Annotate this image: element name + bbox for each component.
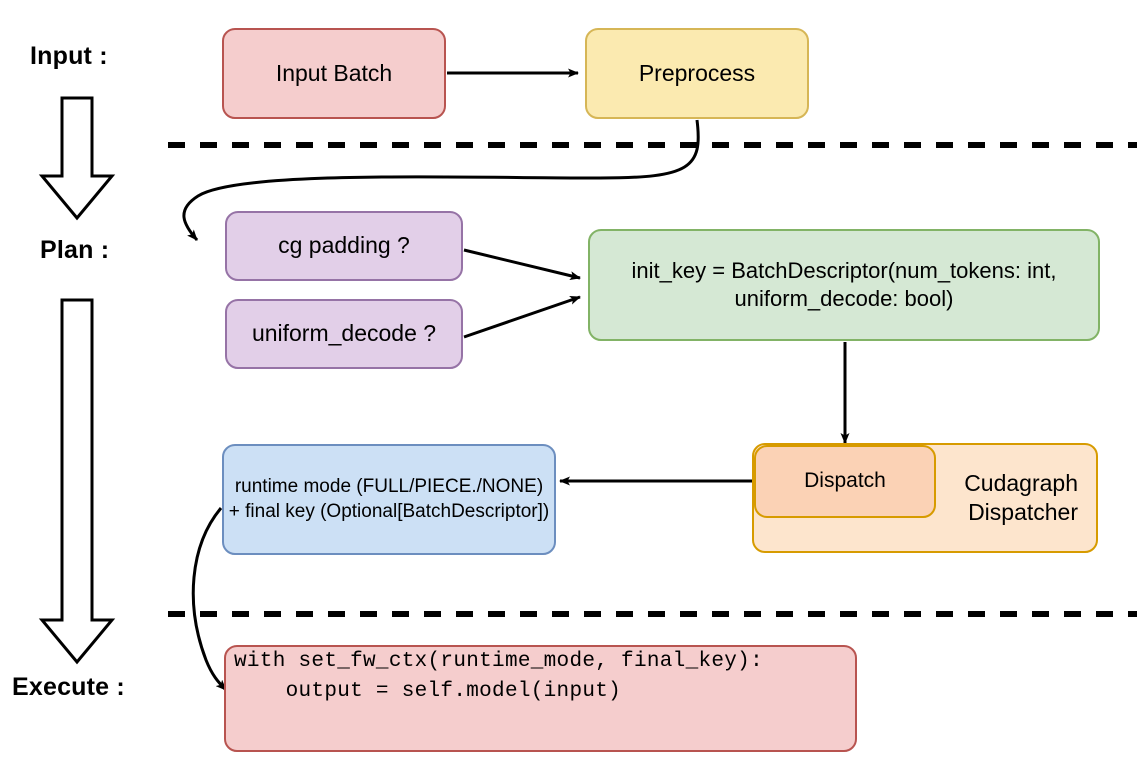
node-uniform-decode[interactable]: uniform_decode ? bbox=[225, 299, 463, 369]
node-runtime-mode-line1: runtime mode (FULL/PIECE./NONE) bbox=[234, 476, 544, 498]
node-uniform-decode-label: uniform_decode ? bbox=[251, 320, 437, 347]
stage-label-input: Input : bbox=[30, 42, 108, 70]
node-init-key-line1: init_key = BatchDescriptor(num_tokens: i… bbox=[631, 257, 1057, 283]
node-preprocess-label: Preprocess bbox=[638, 59, 756, 86]
node-dispatch-label: Dispatch bbox=[804, 469, 886, 493]
node-input-batch[interactable]: Input Batch bbox=[222, 28, 446, 119]
edge-cg-padding-to-init-key bbox=[463, 248, 581, 281]
stage-label-execute: Execute : bbox=[12, 673, 125, 701]
node-cg-padding[interactable]: cg padding ? bbox=[225, 211, 463, 281]
node-execute-code-line2: output = self.model(input) bbox=[234, 680, 622, 704]
node-init-key[interactable]: init_key = BatchDescriptor(num_tokens: i… bbox=[588, 229, 1100, 341]
node-input-batch-label: Input Batch bbox=[275, 59, 393, 86]
node-cudagraph-dispatcher-line2: Dispatcher bbox=[968, 499, 1078, 525]
stage-arrow-input-to-plan bbox=[38, 96, 116, 221]
node-init-key-line2: uniform_decode: bool) bbox=[734, 286, 954, 311]
node-runtime-mode-line2: + final key (Optional[BatchDescriptor]) bbox=[228, 500, 550, 522]
edge-uniform-decode-to-init-key bbox=[463, 295, 581, 339]
node-execute-code[interactable]: with set_fw_ctx(runtime_mode, final_key)… bbox=[224, 645, 857, 752]
node-execute-code-line1: with set_fw_ctx(runtime_mode, final_key)… bbox=[234, 650, 763, 673]
stage-arrow-plan-to-execute bbox=[38, 298, 116, 665]
node-cudagraph-dispatcher-line1: Cudagraph bbox=[964, 469, 1078, 496]
stage-label-plan: Plan : bbox=[40, 236, 110, 264]
node-cg-padding-label: cg padding ? bbox=[278, 232, 410, 259]
node-runtime-mode[interactable]: runtime mode (FULL/PIECE./NONE) + final … bbox=[222, 444, 556, 555]
node-dispatch[interactable]: Dispatch bbox=[754, 445, 936, 518]
node-preprocess[interactable]: Preprocess bbox=[585, 28, 809, 119]
